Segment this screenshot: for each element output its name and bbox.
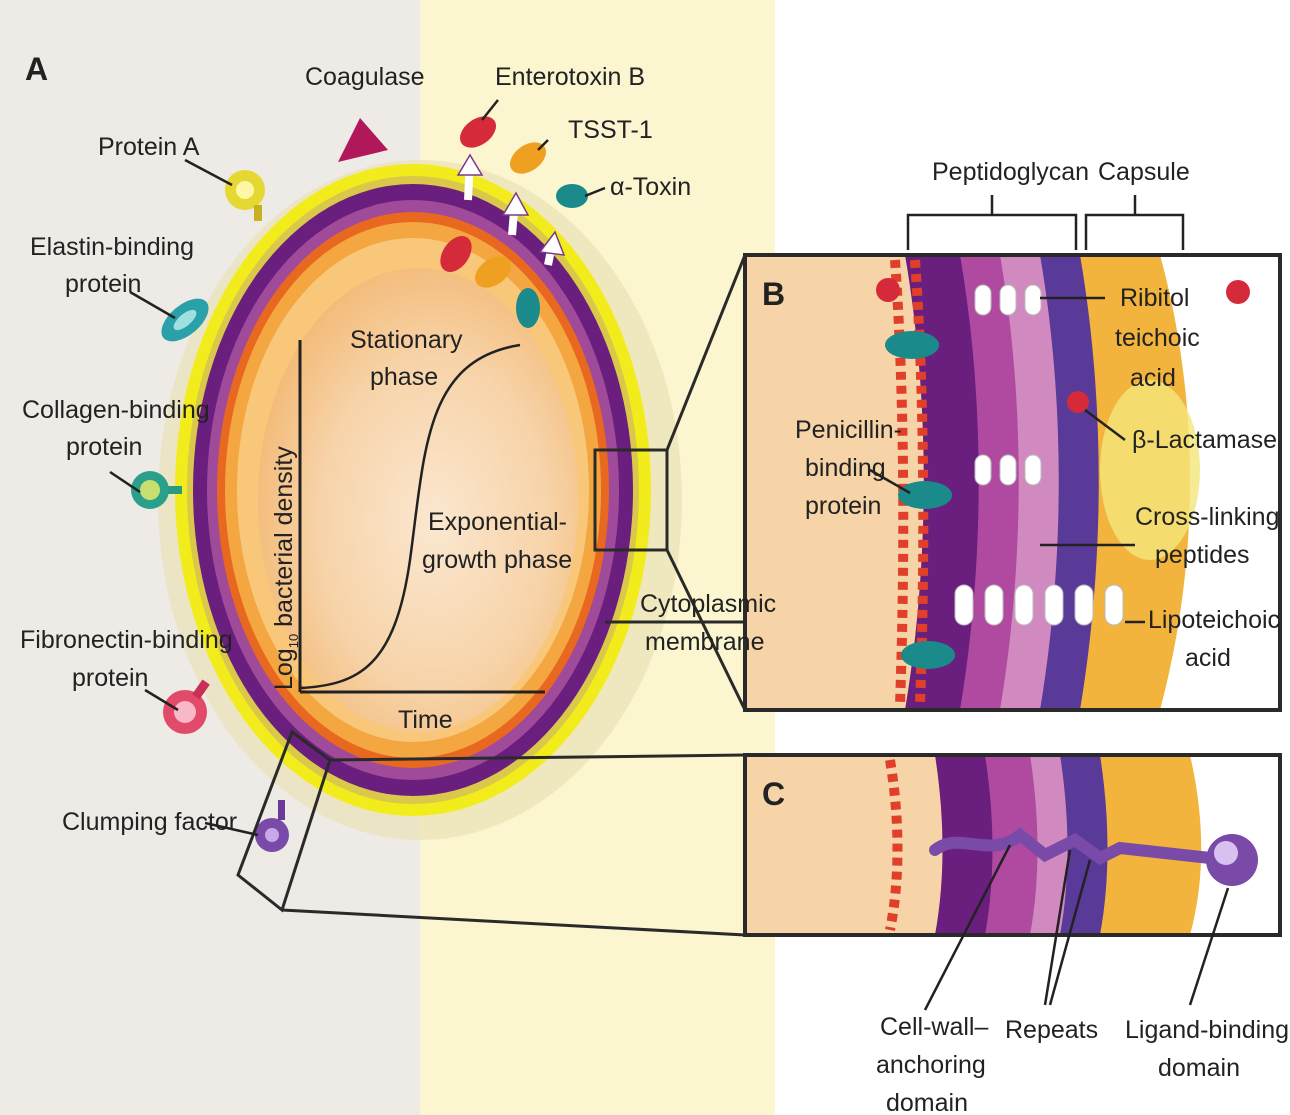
ribitol-label-2: teichoic — [1115, 324, 1200, 352]
collagen-binding-label-2: protein — [66, 433, 142, 461]
panel-c-label: C — [762, 776, 785, 812]
cytoplasmic-membrane-label-2: membrane — [645, 628, 765, 656]
stationary-phase-label: Stationary — [350, 326, 463, 354]
ribitol-label-3: acid — [1130, 364, 1176, 392]
panel-b-label: B — [762, 276, 785, 312]
crosslinking-label-2: peptides — [1155, 541, 1250, 569]
pbp-label: Penicillin- — [795, 416, 902, 444]
bacterial-cell — [158, 160, 682, 840]
anchoring-domain-label-3: domain — [886, 1089, 968, 1115]
stationary-phase-label-2: phase — [370, 363, 438, 391]
lipoteichoic-label: Lipoteichoic — [1148, 606, 1280, 634]
y-axis-label: Log10 bacterial density — [270, 446, 301, 690]
ligand-binding-label-2: domain — [1158, 1054, 1240, 1082]
pbp-label-2: binding — [805, 454, 886, 482]
beta-lactamase-label: β-Lactamase — [1132, 426, 1277, 454]
clumping-factor-label: Clumping factor — [62, 808, 237, 836]
fibronectin-binding-label-2: protein — [72, 664, 148, 692]
exponential-phase-label-2: growth phase — [422, 546, 572, 574]
cytoplasmic-membrane-label: Cytoplasmic — [640, 590, 776, 618]
pbp-molecule — [885, 331, 939, 359]
beta-lactamase-molecule — [1226, 280, 1250, 304]
coagulase-label: Coagulase — [305, 63, 425, 91]
elastin-binding-label-2: protein — [65, 270, 141, 298]
panel-a-label: A — [25, 51, 48, 87]
anchoring-domain-label: Cell-wall– — [880, 1013, 988, 1041]
collagen-binding-label: Collagen-binding — [22, 396, 210, 424]
fibronectin-binding-label: Fibronectin-binding — [20, 626, 233, 654]
crosslinking-label: Cross-linking — [1135, 503, 1279, 531]
y-axis-prefix: Log — [270, 648, 298, 690]
pbp-molecule — [901, 641, 955, 669]
y-axis-rest: bacterial density — [270, 446, 298, 634]
panel-c-envelope — [745, 755, 1280, 935]
enterotoxin-b-label: Enterotoxin B — [495, 63, 645, 91]
lipoteichoic-label-2: acid — [1185, 644, 1231, 672]
elastin-binding-label: Elastin-binding — [30, 233, 194, 261]
capsule-label: Capsule — [1098, 158, 1190, 186]
x-axis-label: Time — [398, 706, 453, 734]
pbp-label-3: protein — [805, 492, 881, 520]
alpha-toxin-label: α-Toxin — [610, 173, 691, 201]
peptidoglycan-label: Peptidoglycan — [932, 158, 1089, 186]
tsst1-label: TSST-1 — [568, 116, 653, 144]
protein-a-label: Protein A — [98, 133, 200, 161]
anchoring-domain-label-2: anchoring — [876, 1051, 986, 1079]
repeats-label: Repeats — [1005, 1016, 1098, 1044]
pbp-molecule — [898, 481, 952, 509]
ribitol-label: Ribitol — [1120, 284, 1189, 312]
y-axis-subscript: 10 — [286, 634, 301, 648]
exponential-phase-label: Exponential- — [428, 508, 567, 536]
ligand-binding-label: Ligand-binding — [1125, 1016, 1289, 1044]
